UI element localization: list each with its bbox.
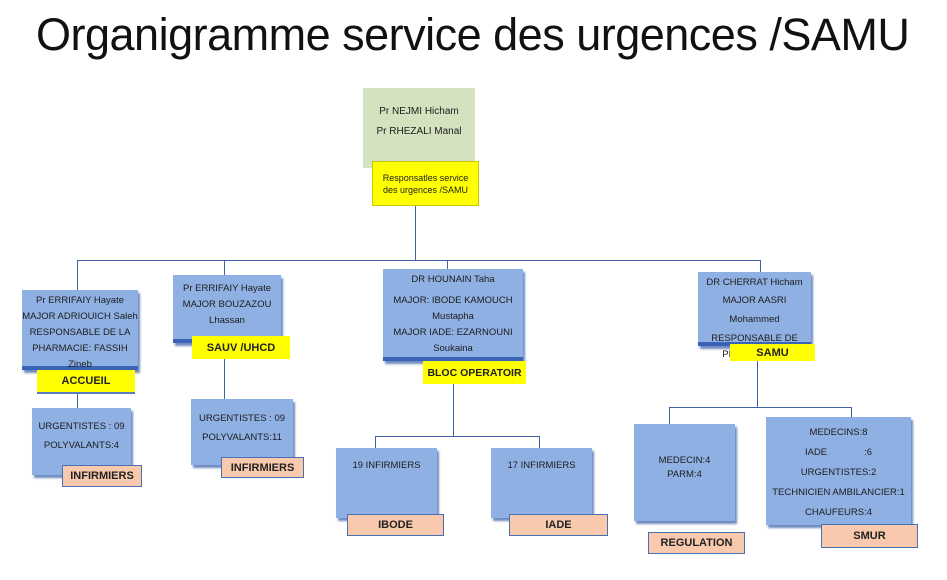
samu-line: RESPONSABLE DE (711, 333, 798, 344)
connector-bloc-sub (453, 384, 454, 436)
sauv-sub-line: POLYVALANTS:11 (202, 432, 282, 443)
accueil-line: Pr ERRIFAIY Hayate (36, 295, 124, 306)
regulation-box: MEDECIN:4 PARM:4 (634, 424, 735, 521)
ibode-text: 19 INFIRMIERS (352, 460, 421, 471)
accueil-sub-label: INFIRMIERS (62, 465, 142, 487)
accueil-sub-line: URGENTISTES : 09 (38, 421, 125, 432)
regulation-label-text: REGULATION (660, 537, 733, 549)
accueil-sub-box: URGENTISTES : 09 POLYVALANTS:4 (32, 408, 131, 475)
smur-label-text: SMUR (853, 530, 886, 542)
connector-smur-drop (851, 407, 852, 417)
accueil-sub-label-text: INFIRMIERS (70, 470, 134, 482)
sauv-label: SAUV /UHCD (192, 336, 290, 359)
sauv-line: Pr ERRIFAIY Hayate (183, 283, 271, 294)
samu-box: DR CHERRAT Hicham MAJOR AASRI Mohammed R… (698, 272, 811, 360)
head-name: Pr NEJMI Hicham (379, 106, 459, 117)
connector-sauv-sub (224, 359, 225, 399)
samu-label: SAMU (730, 344, 815, 361)
accueil-box: Pr ERRIFAIY Hayate MAJOR ADRIOUICH Saleh… (22, 290, 138, 370)
bloc-line: Mustapha (432, 311, 474, 322)
accueil-label-text: ACCUEIL (61, 375, 111, 387)
sauv-box: Pr ERRIFAIY Hayate MAJOR BOUZAZOU Lhassa… (173, 275, 281, 343)
regulation-line: MEDECIN:4 (658, 455, 711, 466)
samu-label-text: SAMU (756, 346, 789, 359)
regulation-line: PARM:4 (667, 469, 702, 480)
smur-line: MEDECINS:8 (809, 427, 868, 438)
samu-line: MAJOR AASRI Mohammed (722, 295, 787, 325)
connector-sauv-drop (224, 260, 225, 275)
sauv-sub-label-text: INFIRMIERS (230, 461, 295, 474)
connector-samu-sub (757, 361, 758, 408)
head-box: Pr NEJMI Hicham Pr RHEZALI Manal (363, 88, 475, 168)
smur-line: TECHNICIEN AMBILANCIER:1 (772, 487, 905, 498)
connector-samu-horizontal (669, 407, 852, 408)
iade-text: 17 INFIRMIERS (507, 460, 576, 471)
accueil-label: ACCUEIL (37, 370, 135, 394)
accueil-line: RESPONSABLE DE LA (29, 327, 131, 338)
bloc-line: MAJOR: IBODE KAMOUCH (393, 295, 513, 306)
sauv-sub-label: INFIRMIERS (221, 457, 304, 478)
smur-line: URGENTISTES:2 (800, 467, 877, 478)
sauv-sub-line: URGENTISTES : 09 (198, 413, 286, 424)
bloc-box: DR HOUNAIN Taha MAJOR: IBODE KAMOUCH Mus… (383, 269, 523, 361)
connector-bloc-drop (447, 260, 448, 269)
accueil-line: MAJOR ADRIOUICH Saleh (22, 311, 138, 322)
connector-ibode-drop (375, 436, 376, 448)
connector-accueil-drop (77, 260, 78, 290)
connector-accueil-sub (77, 394, 78, 408)
accueil-line: PHARMACIE: FASSIH Zineb (32, 343, 128, 370)
smur-box: MEDECINS:8 IADE :6 URGENTISTES:2 TECHNIC… (766, 417, 911, 525)
sauv-sub-box: URGENTISTES : 09 POLYVALANTS:11 (191, 399, 293, 465)
head-label-text: Responsatles service des urgences /SAMU (382, 172, 469, 195)
smur-line: IADE :6 (804, 447, 873, 458)
connector-main-horizontal (77, 260, 761, 261)
connector-bloc-horizontal (375, 436, 540, 437)
connector-top-vertical (415, 205, 416, 261)
connector-regulation-drop (669, 407, 670, 424)
sauv-label-text: SAUV /UHCD (206, 341, 276, 354)
ibode-label-text: IBODE (378, 519, 413, 531)
ibode-box: 19 INFIRMIERS (336, 448, 437, 518)
sauv-line: MAJOR BOUZAZOU (182, 299, 272, 310)
head-name: Pr RHEZALI Manal (376, 126, 462, 137)
samu-line: DR CHERRAT Hicham (706, 277, 803, 288)
bloc-line: DR HOUNAIN Taha (411, 274, 495, 285)
ibode-label: IBODE (347, 514, 444, 536)
bloc-line: MAJOR IADE: EZARNOUNI (393, 327, 513, 338)
iade-label: IADE (509, 514, 608, 536)
connector-iade-drop (539, 436, 540, 448)
bloc-line: Soukaina (433, 343, 473, 354)
bloc-label-text: BLOC OPERATOIR (427, 366, 522, 379)
head-label: Responsatles service des urgences /SAMU (372, 161, 479, 206)
regulation-label: REGULATION (648, 532, 745, 554)
accueil-sub-line: POLYVALANTS:4 (43, 440, 120, 451)
connector-samu-drop (760, 260, 761, 272)
sauv-line: Lhassan (209, 315, 245, 326)
page-title: Organigramme service des urgences /SAMU (36, 9, 910, 60)
smur-label: SMUR (821, 524, 918, 548)
bloc-label: BLOC OPERATOIR (423, 361, 526, 384)
iade-label-text: IADE (545, 519, 572, 531)
smur-line: CHAUFEURS:4 (804, 507, 873, 518)
iade-box: 17 INFIRMIERS (491, 448, 592, 518)
